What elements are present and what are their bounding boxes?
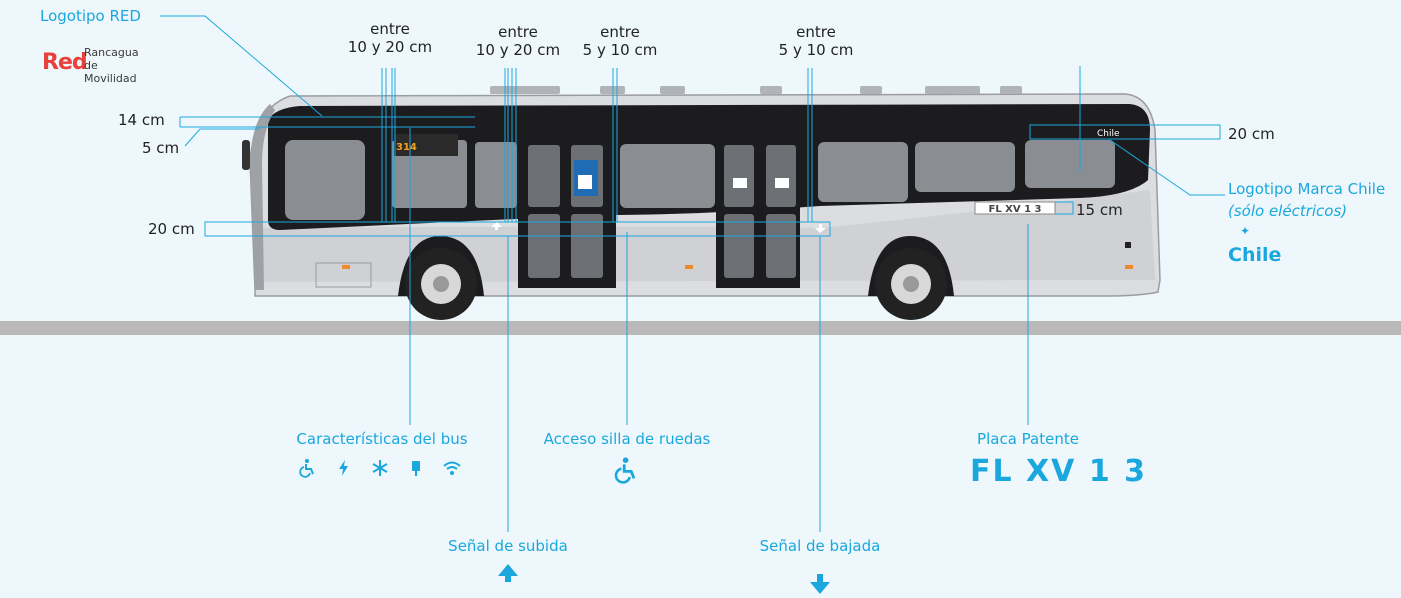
label-acceso-silla: Acceso silla de ruedas — [543, 430, 711, 448]
chile-logo: ✦ Chile — [1228, 224, 1281, 266]
label-gap-2-line-2: 10 y 20 cm — [475, 41, 561, 59]
wheelchair-icon — [299, 459, 314, 478]
wheel-rear — [875, 248, 947, 320]
feature-icons — [298, 458, 462, 478]
red-logo-sub-1: Rancagua — [84, 46, 139, 59]
chile-star-icon: ✦ — [1240, 224, 1251, 238]
dimension-lines — [160, 15, 1225, 532]
label-logotipo-red: Logotipo RED — [40, 7, 141, 25]
road — [0, 321, 1401, 335]
snowflake-icon — [372, 460, 388, 476]
chile-logo-text: Chile — [1228, 244, 1282, 266]
red-logo: Red Rancagua de Movilidad — [42, 46, 139, 85]
wheel-front — [405, 248, 477, 320]
label-gap-2-line-1: entre — [498, 23, 538, 41]
label-gap-4-line-1: entre — [796, 23, 836, 41]
label-gap-1-line-1: entre — [370, 20, 410, 38]
label-senal-bajada: Señal de bajada — [759, 537, 881, 555]
route-number: 314 — [396, 142, 417, 153]
label-gap-1-line-2: 10 y 20 cm — [347, 38, 433, 56]
label-20cm-right: 20 cm — [1228, 125, 1275, 143]
label-gap-4: entre 5 y 10 cm — [766, 23, 866, 59]
wifi-icon — [443, 461, 461, 475]
label-solo-electricos: (sólo eléctricos) — [1228, 202, 1348, 220]
label-gap-4-line-2: 5 y 10 cm — [778, 41, 854, 59]
label-gap-1: entre 10 y 20 cm — [330, 20, 450, 56]
usb-icon — [412, 461, 420, 476]
down-arrow-icon — [810, 574, 830, 594]
red-logo-mark: Red — [42, 50, 88, 75]
label-caracteristicas: Características del bus — [296, 430, 468, 448]
up-arrow-icon — [498, 564, 518, 582]
bus-arrow-signs — [491, 222, 826, 233]
red-logo-sub-2: de Movilidad — [84, 59, 137, 85]
label-5cm: 5 cm — [142, 139, 180, 157]
wheelchair-icon — [614, 457, 636, 484]
label-senal-subida: Señal de subida — [448, 537, 568, 555]
label-gap-3-line-1: entre — [600, 23, 640, 41]
label-15cm: 15 cm — [1076, 201, 1123, 219]
lightning-icon — [339, 460, 348, 476]
label-marca-chile: Logotipo Marca Chile — [1228, 180, 1386, 198]
label-20cm-left: 20 cm — [148, 220, 195, 238]
label-placa-patente: Placa Patente — [977, 430, 1079, 448]
bus-chile-logo: Chile — [1097, 129, 1120, 139]
label-gap-2: entre 10 y 20 cm — [458, 23, 578, 59]
bus-plate: FL XV 1 3 — [988, 204, 1041, 215]
label-14cm: 14 cm — [118, 111, 165, 129]
plate-number: FL XV 1 3 — [970, 454, 1148, 489]
label-gap-3: entre 5 y 10 cm — [570, 23, 670, 59]
bus — [242, 86, 1161, 320]
label-gap-3-line-2: 5 y 10 cm — [582, 41, 658, 59]
